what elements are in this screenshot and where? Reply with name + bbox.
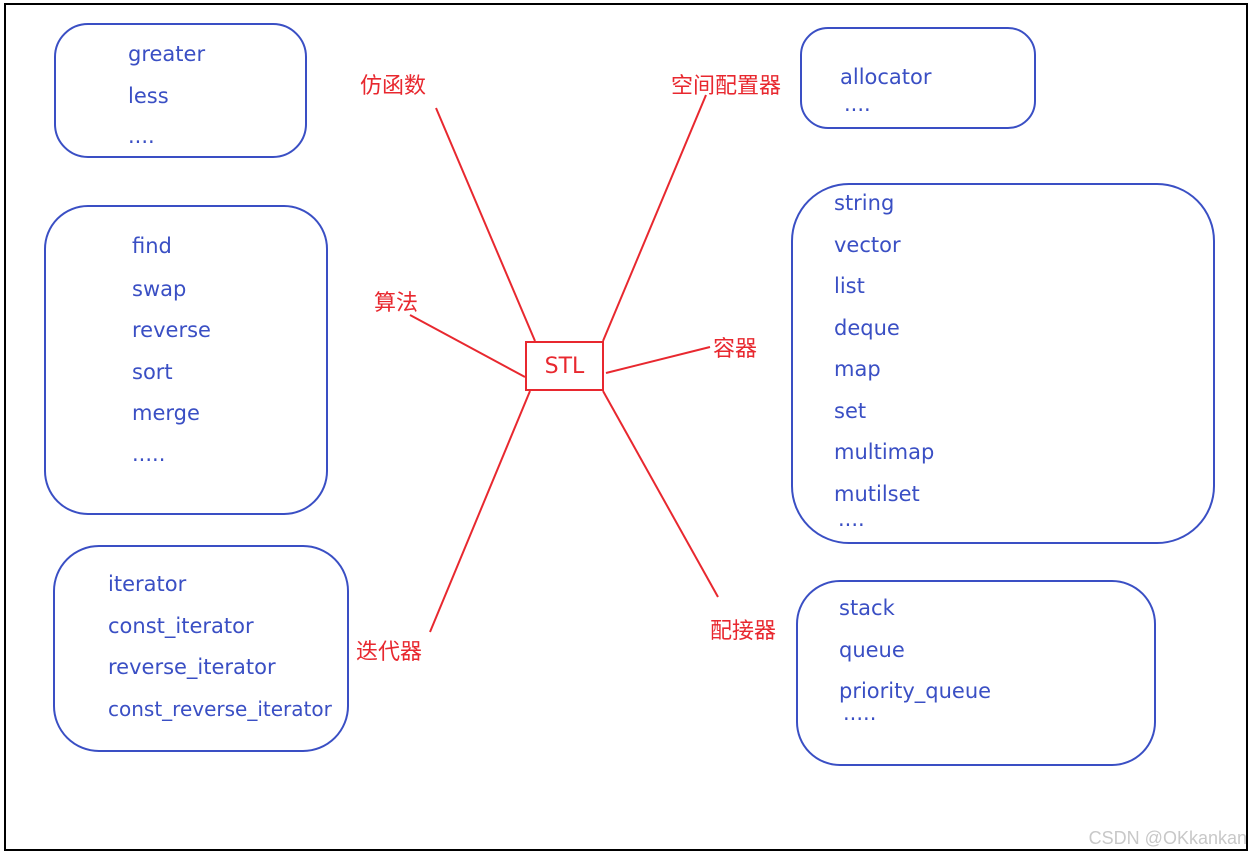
line-allocator (602, 94, 707, 342)
adapter-item: priority_queue (839, 679, 992, 703)
algorithm-item: sort (132, 360, 173, 384)
algorithm-item: merge (132, 401, 200, 425)
container-item: map (834, 357, 881, 381)
adapters-box (796, 580, 1156, 766)
container-item: string (834, 191, 895, 215)
container-item: deque (834, 316, 900, 340)
functor-item: less (128, 84, 169, 108)
allocator-box (800, 27, 1036, 129)
stl-center-node: STL (525, 341, 604, 391)
iterator-item: const_iterator (108, 614, 254, 638)
container-item: list (834, 274, 865, 298)
algorithm-item: reverse (132, 318, 211, 342)
adapter-item: queue (839, 638, 905, 662)
line-algorithms (409, 314, 526, 378)
iterators-box (53, 545, 349, 752)
iterator-item: reverse_iterator (108, 655, 276, 679)
stl-center-label: STL (544, 353, 585, 379)
line-containers (605, 346, 711, 374)
adapter-item: ..... (843, 701, 877, 725)
containers-box (791, 183, 1215, 544)
allocator-item: .... (844, 92, 871, 116)
container-item: mutilset (834, 482, 920, 506)
algorithms-label: 算法 (374, 291, 419, 316)
container-item: set (834, 399, 867, 423)
adapter-item: stack (839, 596, 895, 620)
functor-item: greater (128, 42, 206, 66)
iterator-item: iterator (108, 572, 187, 596)
algorithm-item: find (132, 234, 172, 258)
line-iterators (429, 390, 531, 633)
line-adapters (602, 390, 719, 598)
iterators-label: 迭代器 (356, 640, 423, 665)
functors-box (54, 23, 307, 158)
algorithm-item: swap (132, 277, 187, 301)
containers-label: 容器 (713, 337, 758, 362)
container-item: .... (838, 507, 865, 531)
iterator-item: const_reverse_iterator (108, 697, 332, 721)
functors-label: 仿函数 (360, 74, 427, 99)
algorithm-item: ..... (132, 442, 166, 466)
allocator-item: allocator (840, 65, 932, 89)
algorithms-box (44, 205, 328, 515)
functor-item: .... (128, 124, 155, 148)
container-item: multimap (834, 440, 935, 464)
container-item: vector (834, 233, 901, 257)
diagram-frame (4, 3, 1248, 851)
watermark: CSDN @OKkankan (1088, 828, 1247, 848)
adapters-label: 配接器 (710, 619, 777, 644)
line-functors (435, 107, 536, 342)
allocator-label: 空间配置器 (671, 74, 782, 99)
